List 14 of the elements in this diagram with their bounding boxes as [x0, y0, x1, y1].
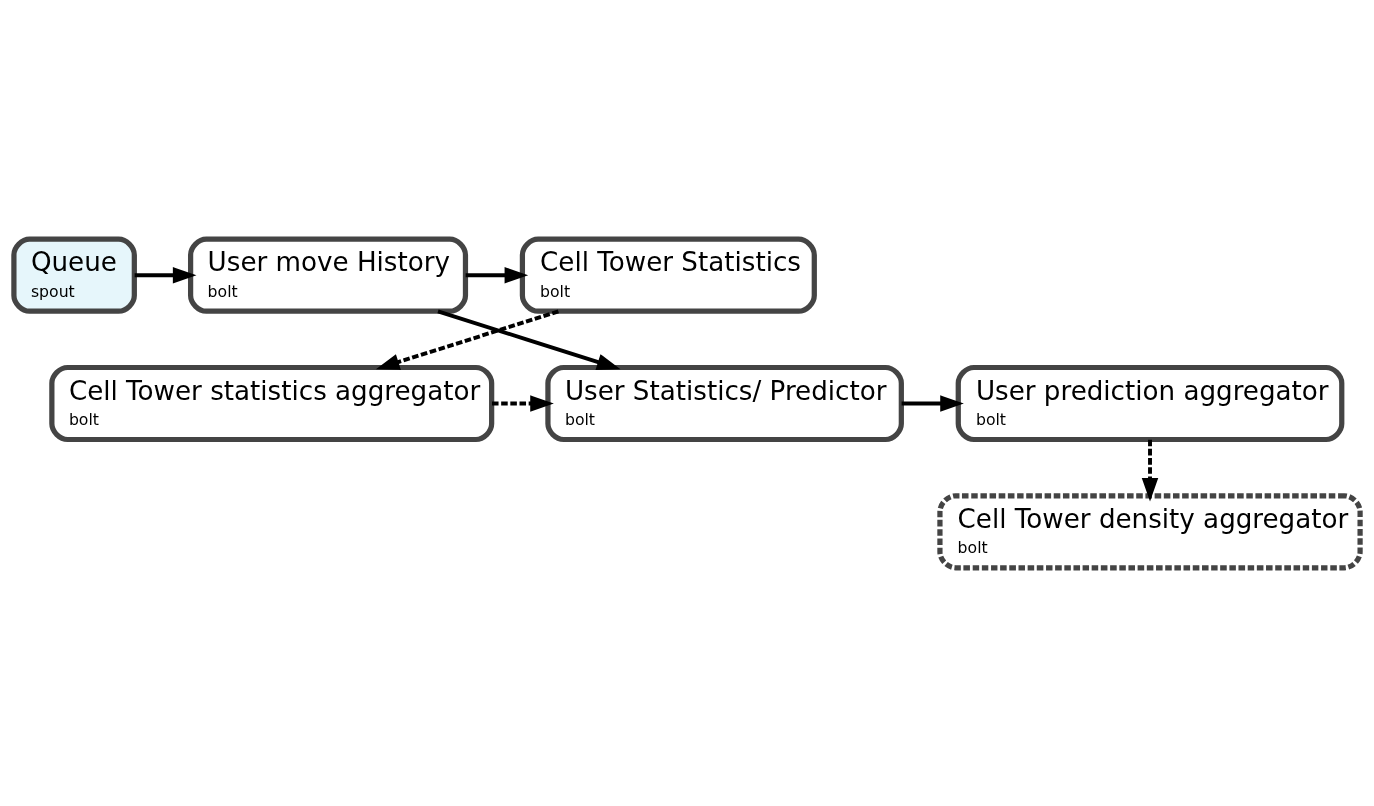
- arrow: [492, 394, 554, 412]
- arrow: [437, 309, 621, 370]
- arrow: [1141, 439, 1159, 502]
- node-box: Cell Tower statistics aggregator bolt: [49, 364, 495, 442]
- arrow: [901, 394, 964, 412]
- node-box: User Statistics/ Predictor bolt: [545, 364, 904, 442]
- arrow: [134, 266, 197, 283]
- node-box: Queue spout: [11, 236, 137, 314]
- arrow: [375, 309, 559, 370]
- node-box: Cell Tower Statistics bolt: [519, 236, 817, 314]
- node-box: User move History bolt: [188, 236, 469, 314]
- node-box: User prediction aggregator bolt: [955, 364, 1345, 442]
- node-box: Cell Tower density aggregator bolt: [937, 492, 1363, 570]
- arrow: [465, 266, 529, 283]
